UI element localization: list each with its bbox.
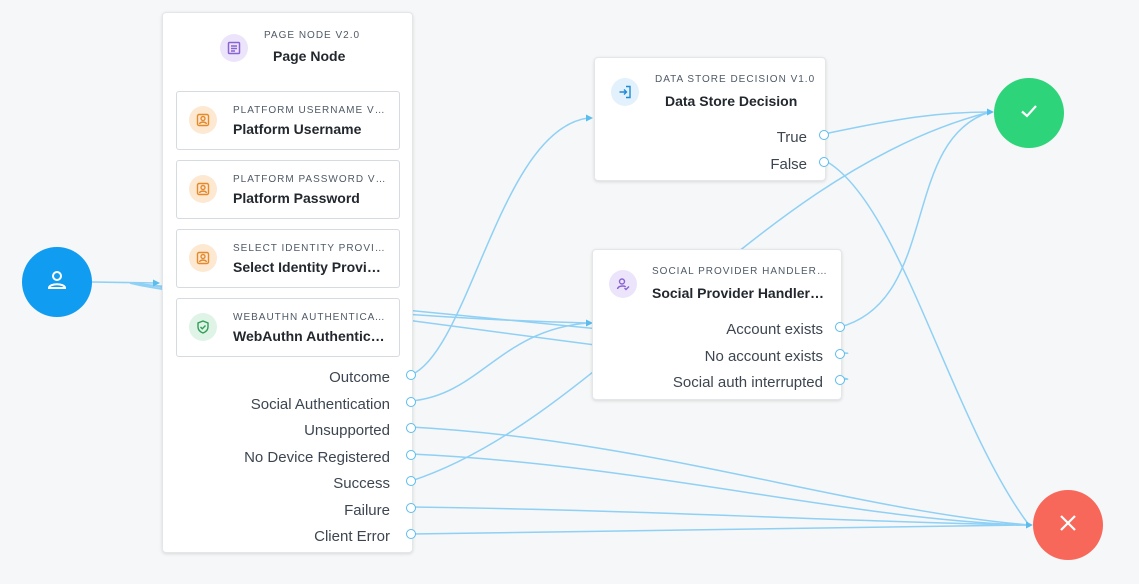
outcome-label: Social Authentication	[250, 396, 390, 413]
arrow-failure	[1026, 521, 1033, 529]
checkmark-icon	[1017, 99, 1041, 128]
output-port-failure[interactable]	[406, 503, 416, 513]
wire-account-success	[839, 111, 991, 328]
login-arrow-icon	[611, 78, 639, 106]
user-badge-icon	[189, 106, 217, 134]
failure-node[interactable]	[1033, 490, 1103, 560]
outcome-label: False	[770, 156, 807, 173]
child-title: WebAuthn Authentic…	[233, 328, 385, 344]
child-type: PLATFORM USERNAME V2.0	[233, 105, 391, 116]
child-title: Select Identity Provi…	[233, 259, 381, 275]
outcome-label: No account exists	[704, 348, 823, 365]
wire-social-auth-handler	[410, 322, 589, 402]
start-node[interactable]	[22, 247, 92, 317]
social-handler-type: SOCIAL PROVIDER HANDLER …	[652, 266, 828, 277]
outcome-label: Failure	[344, 502, 390, 519]
output-port-true[interactable]	[819, 130, 829, 140]
wire-false-failure	[823, 159, 1030, 526]
output-port-no-account-exists[interactable]	[835, 349, 845, 359]
outcome-label: No Device Registered	[244, 449, 390, 466]
output-port-outcome[interactable]	[406, 370, 416, 380]
page-icon	[220, 34, 248, 62]
child-title: Platform Username	[233, 121, 362, 137]
outcome-label: Success	[333, 475, 390, 492]
success-node[interactable]	[994, 78, 1064, 148]
user-badge-icon	[189, 244, 217, 272]
wire-outcome-datastore	[410, 117, 589, 376]
outcome-label: Outcome	[329, 369, 390, 386]
wire-failure-failure	[410, 506, 1030, 526]
outcome-label: Client Error	[314, 528, 390, 545]
child-platform-username[interactable]: PLATFORM USERNAME V2.0 Platform Username	[176, 91, 400, 150]
user-badge-icon	[189, 175, 217, 203]
output-port-success[interactable]	[406, 476, 416, 486]
output-port-false[interactable]	[819, 157, 829, 167]
outcome-label: Unsupported	[304, 422, 390, 439]
page-node-title: Page Node	[273, 48, 346, 64]
outcome-label: Account exists	[726, 321, 823, 338]
page-node[interactable]: PAGE NODE V2.0 Page Node PLATFORM USERNA…	[162, 12, 413, 553]
wire-nodevice-failure	[410, 453, 1030, 526]
child-webauthn[interactable]: WEBAUTHN AUTHENTICAT… WebAuthn Authentic…	[176, 298, 400, 357]
child-select-identity-provider[interactable]: SELECT IDENTITY PROVIDE… Select Identity…	[176, 229, 400, 288]
child-title: Platform Password	[233, 190, 360, 206]
outcome-label: True	[776, 129, 807, 146]
arrow-success	[987, 108, 994, 116]
wire-unsupported-failure	[410, 426, 1030, 526]
user-icon	[45, 268, 69, 297]
social-provider-handler-node[interactable]: SOCIAL PROVIDER HANDLER … Social Provide…	[592, 249, 842, 400]
child-type: PLATFORM PASSWORD V1.0	[233, 174, 391, 185]
output-port-social-auth-interrupted[interactable]	[835, 375, 845, 385]
arrow-page-node	[153, 279, 160, 287]
data-store-decision-node[interactable]: DATA STORE DECISION V1.0 Data Store Deci…	[594, 57, 826, 181]
data-store-type: DATA STORE DECISION V1.0	[655, 74, 816, 85]
arrow-data-store	[586, 114, 593, 122]
output-port-account-exists[interactable]	[835, 322, 845, 332]
output-port-social-authentication[interactable]	[406, 397, 416, 407]
child-platform-password[interactable]: PLATFORM PASSWORD V1.0 Platform Password	[176, 160, 400, 219]
wire-start-page	[91, 281, 157, 284]
child-type: WEBAUTHN AUTHENTICAT…	[233, 312, 391, 323]
shield-check-icon	[189, 313, 217, 341]
wire-true-success	[823, 111, 991, 135]
output-port-unsupported[interactable]	[406, 423, 416, 433]
output-port-client-error[interactable]	[406, 529, 416, 539]
data-store-title: Data Store Decision	[665, 93, 798, 109]
social-handler-title: Social Provider Handler…	[652, 285, 824, 301]
child-type: SELECT IDENTITY PROVIDE…	[233, 243, 391, 254]
outcome-label: Social auth interrupted	[672, 374, 823, 391]
user-check-icon	[609, 270, 637, 298]
output-port-no-device-registered[interactable]	[406, 450, 416, 460]
wire-clienterror-failure	[410, 524, 1030, 535]
page-node-type: PAGE NODE V2.0	[264, 30, 361, 41]
x-icon	[1057, 512, 1079, 539]
